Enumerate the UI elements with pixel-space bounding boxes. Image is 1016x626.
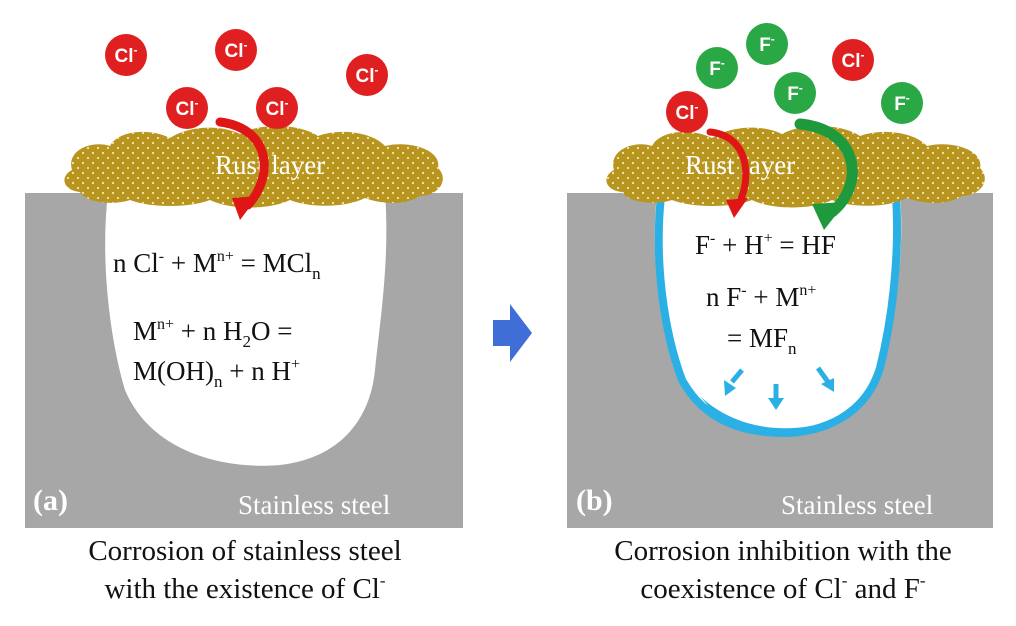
chloride-ion: Cl-: [166, 87, 208, 129]
svg-text:F-: F-: [759, 32, 775, 56]
svg-text:F-: F-: [894, 91, 910, 115]
transition-arrow: [493, 304, 532, 362]
fluoride-ion: F-: [696, 47, 738, 89]
fluoride-ion: F-: [746, 23, 788, 65]
chloride-penetration-arrow-a: [215, 117, 269, 210]
rust-layer-label-a: Rust layer: [215, 150, 325, 180]
film-deposition-arrowhead: [724, 380, 736, 396]
equation-hf-formation: F- + H+ = HF: [695, 230, 836, 260]
fluoride-penetration-arrow: [794, 118, 858, 218]
svg-text:Cl-: Cl-: [266, 96, 289, 120]
caption-a-line1: Corrosion of stainless steel: [88, 535, 401, 567]
fluoride-ion: F-: [774, 72, 816, 114]
svg-text:Cl-: Cl-: [115, 43, 138, 67]
fluoride-ion: F-: [881, 82, 923, 124]
equation-fluoride-complex-line2: = MFn: [727, 323, 797, 358]
equation-fluoride-complex-line1: n F- + Mn+: [706, 282, 816, 312]
equation-hydrolysis-line1: Mn+ + n H2O =: [133, 316, 293, 351]
chloride-ion: Cl-: [215, 29, 257, 71]
svg-text:Cl-: Cl-: [676, 100, 699, 124]
caption-b-line1: Corrosion inhibition with the: [614, 535, 952, 567]
svg-text:F-: F-: [787, 81, 803, 105]
caption-a-line2: with the existence of Cl-: [104, 571, 385, 605]
panel-label-b: (b): [576, 484, 613, 517]
equation-chloride-complex: n Cl- + Mn+ = MCln: [113, 248, 321, 283]
svg-text:Cl-: Cl-: [356, 63, 379, 87]
film-deposition-arrow: [815, 366, 831, 384]
svg-text:Cl-: Cl-: [842, 48, 865, 72]
steel-block-a: [25, 193, 463, 528]
chloride-ion: Cl-: [666, 91, 708, 133]
protective-fluoride-film: [654, 195, 902, 438]
svg-text:Cl-: Cl-: [225, 38, 248, 62]
chloride-penetration-arrowhead-a: [232, 196, 258, 220]
steel-block-b: [567, 193, 993, 528]
chloride-penetration-arrowhead-b: [726, 198, 748, 218]
rust-layer-b: Rust layer: [606, 125, 985, 208]
chloride-penetration-arrow-b: [706, 128, 750, 209]
panel-a: Rust layer Cl- Cl- Cl- Cl- Cl- n Cl- + M…: [25, 29, 463, 605]
chloride-ion: Cl-: [256, 87, 298, 129]
film-deposition-arrowhead: [768, 398, 784, 410]
chloride-ion: Cl-: [105, 34, 147, 76]
fluoride-penetration-arrowhead: [812, 202, 846, 230]
chloride-ion: Cl-: [346, 54, 388, 96]
svg-text:F-: F-: [709, 56, 725, 80]
stainless-steel-label-a: Stainless steel: [238, 490, 390, 520]
panel-b: Rust layer F- F- F- F- Cl-: [567, 23, 993, 605]
svg-text:Cl-: Cl-: [176, 96, 199, 120]
film-deposition-arrowhead: [821, 378, 834, 392]
equation-hydrolysis-line2: M(OH)n + n H+: [133, 356, 300, 391]
chloride-ion: Cl-: [832, 39, 874, 81]
rust-layer-a: Rust layer: [64, 125, 443, 208]
caption-b-line2: coexistence of Cl- and F-: [640, 571, 926, 605]
panel-label-a: (a): [33, 484, 68, 517]
film-deposition-arrow: [730, 368, 744, 384]
stainless-steel-label-b: Stainless steel: [781, 490, 933, 520]
